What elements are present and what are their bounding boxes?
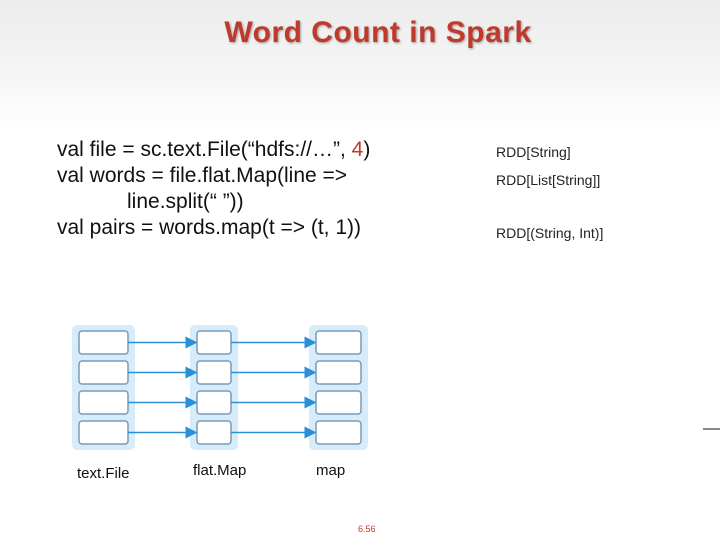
partition-1-2 [78,360,129,385]
code-line-1-prefix: val file = sc.text.File(“hdfs://…”, [57,138,352,161]
rdd-column-1 [72,325,135,450]
code-line-4: val pairs = words.map(t => (t, 1)) [57,216,362,239]
partition-1-4 [78,420,129,445]
type-label-3: RDD[(String, Int)] [496,225,604,241]
code-line-2: val words = file.flat.Map(line => [57,164,348,187]
partition-3-1 [315,330,362,355]
partition-2-2 [196,360,232,385]
rdd-column-3 [309,325,368,450]
type-label-2: RDD[List[String]] [496,172,601,188]
partition-2-3 [196,390,232,415]
type-label-1: RDD[String] [496,144,571,160]
partition-2-4 [196,420,232,445]
code-line-1-suffix: ) [363,138,371,161]
label-flatmap: flat.Map [193,462,247,479]
page-number: 6.56 [358,524,376,534]
edge-mark [703,428,720,430]
partition-1-1 [78,330,129,355]
code-line-3: line.split(“ ”)) [127,190,244,213]
code-line-1: val file = sc.text.File(“hdfs://…”, 4) [57,137,370,163]
slide-title: Word Count in Spark [224,16,532,49]
code-block: val file = sc.text.File(“hdfs://…”, 4) v… [57,137,370,241]
partition-3-2 [315,360,362,385]
partition-3-4 [315,420,362,445]
partition-1-3 [78,390,129,415]
label-map: map [316,462,346,479]
partition-3-3 [315,390,362,415]
rdd-column-2 [190,325,238,450]
label-textfile: text.File [77,465,130,482]
code-line-1-arg: 4 [351,138,364,161]
partition-2-1 [196,330,232,355]
